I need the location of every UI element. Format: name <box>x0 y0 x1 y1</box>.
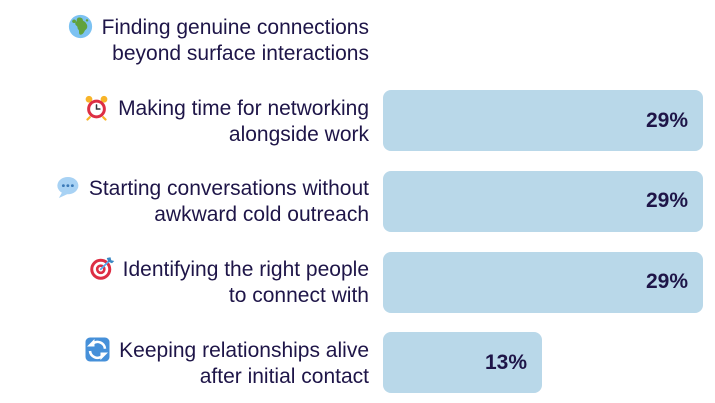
label-line-2: alongside work <box>228 122 369 146</box>
label-line-1: Finding genuine connections <box>101 16 369 40</box>
refresh-icon <box>84 336 111 363</box>
chart-row: Making time for networking alongside wor… <box>0 81 715 162</box>
bar-cell: 29% <box>383 251 715 313</box>
alarm-clock-icon <box>83 94 110 121</box>
bar-value-label: 13% <box>484 350 527 374</box>
label-line-2: beyond surface interactions <box>112 42 369 66</box>
label-line-2: to connect with <box>228 284 369 308</box>
bar: 29% <box>383 170 703 232</box>
speech-balloon-icon <box>54 174 81 201</box>
label-line-1: Identifying the right people <box>122 258 369 282</box>
bar-cell: 29% <box>383 90 715 152</box>
category-label: Identifying the right people to connect … <box>0 255 369 309</box>
label-line-1: Making time for networking <box>118 96 369 120</box>
label-line-1: Starting conversations without <box>88 177 369 201</box>
bar: 13% <box>383 332 542 394</box>
label-line-2: awkward cold outreach <box>154 203 369 227</box>
chart-row: Identifying the right people to connect … <box>0 242 715 323</box>
chart-row: Keeping relationships alive after initia… <box>0 322 715 403</box>
label-line-2: after initial contact <box>199 364 369 388</box>
chart-row: Starting conversations without awkward c… <box>0 161 715 242</box>
category-label: Starting conversations without awkward c… <box>0 174 369 228</box>
bar-value-label: 29% <box>645 270 688 294</box>
dartboard-icon <box>88 255 115 282</box>
bar-cell: 29% <box>383 170 715 232</box>
label-line-1: Keeping relationships alive <box>119 338 369 362</box>
bar-value-label: 29% <box>645 108 688 132</box>
bar: 29% <box>383 251 703 313</box>
globe-icon <box>67 13 94 40</box>
bar: 29% <box>383 90 703 152</box>
category-label: Finding genuine connections beyond surfa… <box>0 13 369 67</box>
chart-row: Finding genuine connections beyond surfa… <box>0 0 715 81</box>
category-label: Keeping relationships alive after initia… <box>0 336 369 390</box>
bar-cell: 13% <box>383 332 715 394</box>
category-label: Making time for networking alongside wor… <box>0 94 369 148</box>
bar-value-label: 29% <box>645 189 688 213</box>
